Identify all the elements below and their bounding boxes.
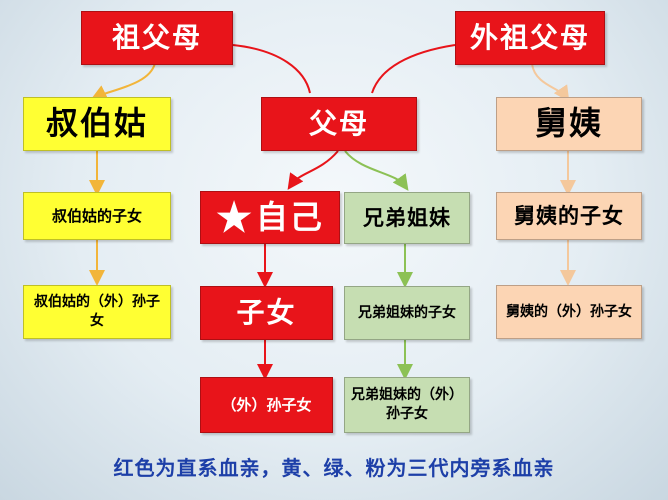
node-paternal-uncles-aunts-label: 叔伯姑 [45, 104, 148, 143]
node-sibling-grandchildren: 兄弟姐妹的（外）孙子女 [344, 377, 470, 433]
node-paternal-cousins: 叔伯姑的子女 [23, 192, 171, 240]
node-siblings-label: 兄弟姐妹 [363, 204, 451, 230]
line-maternal-grandparents-parents [371, 44, 456, 94]
node-maternal-grandparents-label: 外祖父母 [469, 21, 590, 55]
line-maternal-grandparents-uncles [531, 63, 570, 102]
node-maternal-uncles-aunts: 舅姨 [496, 97, 642, 151]
node-sibling-children: 兄弟姐妹的子女 [344, 286, 470, 340]
node-self: ★自己 [200, 191, 340, 244]
node-self-label: 自己 [255, 197, 324, 236]
node-children: 子女 [200, 286, 333, 340]
node-siblings: 兄弟姐妹 [344, 192, 470, 244]
node-maternal-cousins-label: 舅姨的子女 [514, 202, 624, 228]
node-grandparents: 祖父母 [81, 11, 233, 65]
node-maternal-uncles-aunts-label: 舅姨 [534, 104, 603, 143]
node-maternal-grandparents: 外祖父母 [455, 11, 605, 65]
node-paternal-uncles-aunts: 叔伯姑 [23, 97, 171, 151]
node-sibling-grandchildren-label: 兄弟姐妹的（外）孙子女 [351, 387, 463, 422]
line-grandparents-uncles [90, 62, 156, 100]
legend-caption: 红色为直系血亲，黄、绿、粉为三代内旁系血亲 [113, 456, 555, 480]
node-parents: 父母 [261, 97, 417, 151]
node-paternal-grandchildren: 叔伯姑的（外）孙子女 [23, 285, 171, 339]
node-paternal-grandchildren-label: 叔伯姑的（外）孙子女 [34, 294, 160, 329]
node-maternal-grandchildren-label: 舅姨的（外）孙子女 [506, 303, 632, 320]
node-grandparents-label: 祖父母 [111, 21, 202, 55]
node-grandchildren: （外）孙子女 [200, 377, 333, 433]
node-maternal-cousins: 舅姨的子女 [496, 192, 642, 240]
node-parents-label: 父母 [308, 107, 369, 141]
node-children-label: 子女 [236, 296, 297, 330]
line-grandparents-parents [232, 44, 311, 94]
node-paternal-cousins-label: 叔伯姑的子女 [51, 206, 142, 225]
line-parents-self [287, 150, 339, 190]
line-parents-siblings [344, 150, 409, 191]
star-icon: ★ [216, 193, 254, 241]
node-sibling-children-label: 兄弟姐妹的子女 [358, 304, 456, 321]
node-grandchildren-label: （外）孙子女 [221, 395, 312, 414]
node-maternal-grandchildren: 舅姨的（外）孙子女 [496, 285, 642, 339]
